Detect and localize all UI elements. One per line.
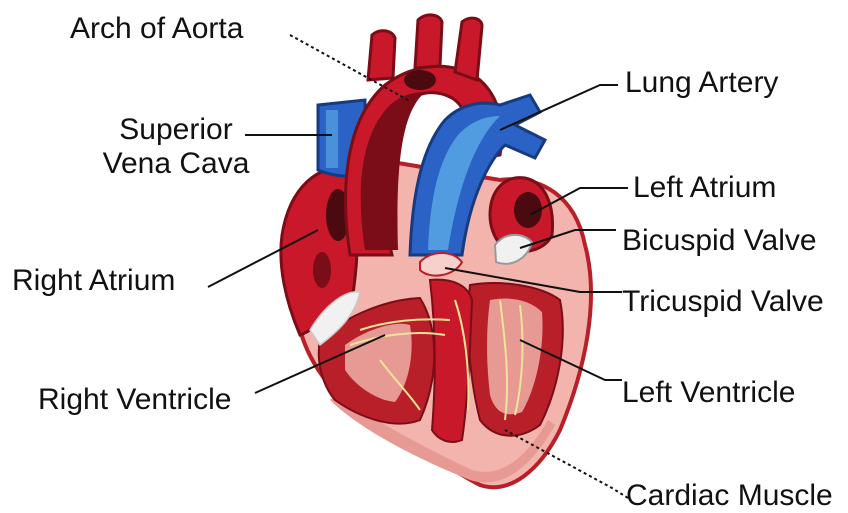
label-tricuspid-valve: Tricuspid Valve — [622, 285, 824, 319]
label-left-ventricle: Left Ventricle — [622, 376, 795, 410]
interventricular-septum — [430, 280, 472, 442]
vena-cava-highlight — [326, 110, 338, 168]
label-arch-of-aorta: Arch of Aorta — [70, 12, 243, 46]
aorta-branch-1 — [368, 31, 395, 80]
label-superior-vena-cava-line2: Vena Cava — [96, 147, 256, 181]
label-right-ventricle: Right Ventricle — [38, 383, 231, 417]
aorta-branch-3 — [455, 18, 482, 80]
label-superior-vena-cava-line1: Superior — [96, 113, 256, 147]
aorta-dark-patch — [404, 70, 436, 90]
label-cardiac-muscle: Cardiac Muscle — [626, 479, 833, 513]
label-right-atrium: Right Atrium — [12, 264, 175, 298]
label-lung-artery: Lung Artery — [625, 66, 778, 100]
label-left-atrium: Left Atrium — [633, 171, 776, 205]
aorta-branch-2 — [415, 15, 442, 68]
right-atrium-shading-2 — [313, 252, 331, 288]
label-bicuspid-valve: Bicuspid Valve — [622, 224, 817, 258]
